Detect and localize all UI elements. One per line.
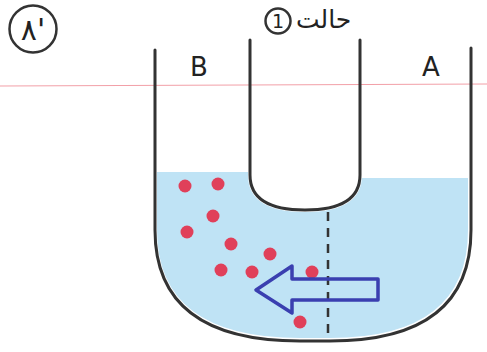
flow-arrow <box>256 266 378 313</box>
notebook-line <box>0 84 487 86</box>
inner-tube-wall <box>250 40 360 210</box>
circled-number: 1 <box>264 7 292 35</box>
number-text: 1 <box>272 10 284 32</box>
water <box>157 172 468 338</box>
semipermeable-membrane <box>327 212 330 338</box>
outer-tube-wall <box>155 48 471 341</box>
number-text: ٨' <box>21 12 45 47</box>
solute-particles <box>179 178 319 329</box>
tube-label: A <box>422 52 440 82</box>
tube-label: حالت <box>296 5 351 34</box>
tube-label: B <box>190 52 208 82</box>
circled-number: ٨' <box>8 4 58 54</box>
